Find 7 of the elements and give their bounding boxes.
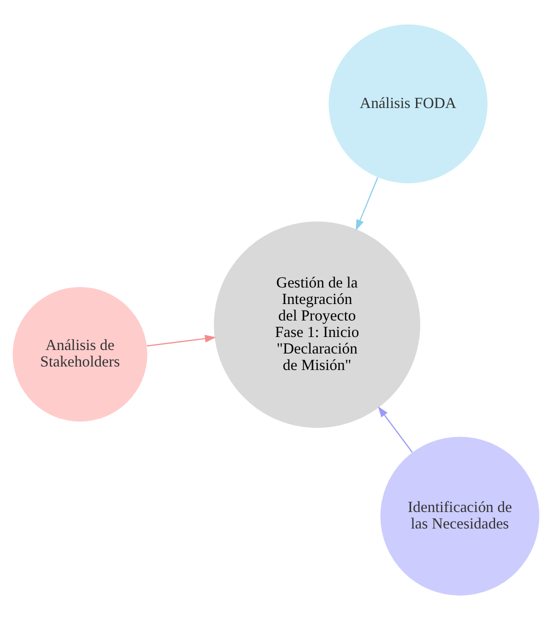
node-circle: Análisis FODA [328,24,488,183]
node-circle: Identificación de las Necesidades [380,436,540,596]
node-circle: Gestión de la Integración del Proyecto Fase 1: Inicio "Declaración de Misión" [214,221,420,428]
arrow [356,176,378,230]
arrow [378,406,413,452]
arrow [146,334,216,346]
node-circle: Análisis de Stakeholders [12,286,148,422]
